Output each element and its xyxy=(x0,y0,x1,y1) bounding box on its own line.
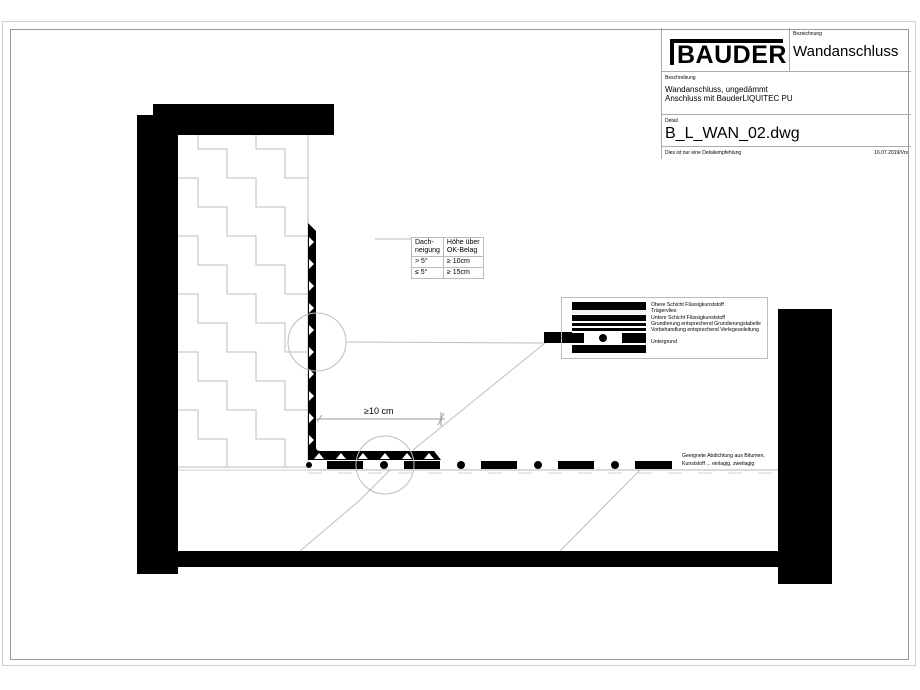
left-wall xyxy=(137,115,178,574)
right-column xyxy=(778,309,832,584)
table-header-slope: Dach-neigung xyxy=(411,237,444,257)
legend-item: Obere Schicht Flüssigkunststoff xyxy=(651,302,724,308)
bezeichnung-label: Bezeichnung xyxy=(793,31,822,37)
legend-item: Grundierung entsprechend Grundierungstab… xyxy=(651,321,761,327)
dimension-line xyxy=(316,412,445,426)
liquid-membrane xyxy=(308,223,441,460)
title-block-header: BAUDER Bezeichnung Wandanschluss xyxy=(662,28,911,72)
detail-circle-corner xyxy=(355,435,415,495)
beschreibung-line2: Anschluss mit BauderLIQUITEC PU xyxy=(665,94,793,103)
existing-waterproofing xyxy=(306,461,672,469)
footer-date: 16.07.2019/Vrs xyxy=(874,150,908,156)
table-cell-slope: > 5° xyxy=(411,256,444,268)
footer-section: Dies ist nur eine Detailempfehlung 16.07… xyxy=(662,147,911,159)
table-cell-height: ≥ 10cm xyxy=(442,256,484,268)
sheet-inner-border xyxy=(10,29,909,660)
beschreibung-label: Beschreibung xyxy=(665,75,696,81)
layer-legend-illustration xyxy=(544,302,647,353)
table-cell-slope: ≤ 5° xyxy=(411,267,444,279)
detail-section: Detail B_L_WAN_02.dwg xyxy=(662,115,911,147)
sheet-outer-border xyxy=(2,21,916,666)
bauder-logo: BAUDER xyxy=(664,32,788,72)
detail-label: Detail xyxy=(665,118,678,124)
logo-text: BAUDER xyxy=(677,41,787,69)
table-row: > 5° ≥ 10cm xyxy=(411,256,484,268)
legend-item: Untere Schicht Flüssigkunststoff xyxy=(651,315,726,321)
table-cell-height: ≥ 15cm xyxy=(442,267,484,279)
dimension-label: ≥10 cm xyxy=(364,406,394,416)
title-block: BAUDER Bezeichnung Wandanschluss Beschre… xyxy=(661,28,911,159)
waterproofing-note-line1: Geeignete Abdichtung aus Bitumen, xyxy=(682,453,765,459)
top-slab xyxy=(153,104,334,135)
table-row: ≤ 5° ≥ 15cm xyxy=(411,267,484,279)
beschreibung-line1: Wandanschluss, ungedämmt xyxy=(665,85,768,94)
bottom-slab xyxy=(178,551,778,567)
legend-item: Vorbehandlung entsprechend Verlegeanleit… xyxy=(651,327,759,333)
layer-legend-box xyxy=(561,297,768,359)
waterproofing-note-line2: Kunststoff ... einlagig, zweilagig xyxy=(682,461,755,467)
beschreibung-section: Beschreibung Wandanschluss, ungedämmt An… xyxy=(662,72,911,115)
legend-item: Untergrund xyxy=(651,339,677,345)
legend-item: Trägervlies xyxy=(651,308,677,314)
masonry-wall xyxy=(178,135,308,467)
detail-filename: B_L_WAN_02.dwg xyxy=(665,125,800,142)
footer-note: Dies ist nur eine Detailempfehlung xyxy=(665,150,742,156)
bezeichnung-value: Wandanschluss xyxy=(793,43,899,60)
